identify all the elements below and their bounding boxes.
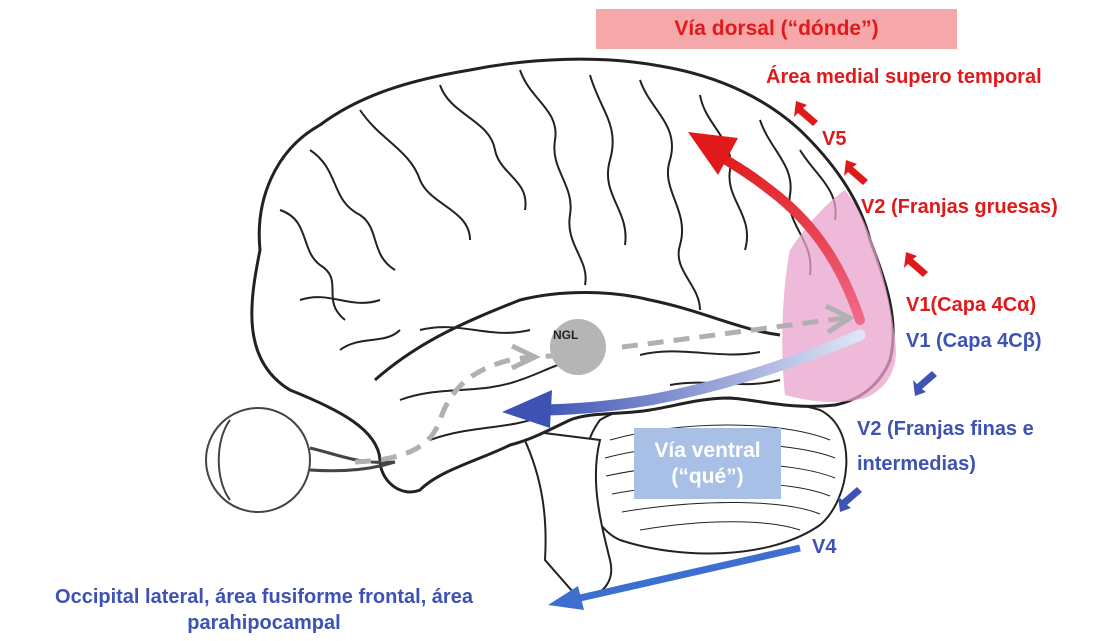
ventral-targets-line2: parahipocampal xyxy=(0,610,528,636)
v2-thin-stripes-label-line2: intermedias) xyxy=(857,453,976,476)
mst-label: Área medial supero temporal xyxy=(766,66,1042,89)
v1-4calpha-label: V1(Capa 4Cα) xyxy=(906,294,1036,317)
ventral-pathway-line2: (“qué”) xyxy=(671,464,743,490)
v2-thin-stripes-label-line1: V2 (Franjas finas e xyxy=(857,418,1034,441)
v2-thick-stripes-label: V2 (Franjas gruesas) xyxy=(861,196,1058,219)
ventral-pathway-line1: Vía ventral xyxy=(654,438,760,464)
v5-label: V5 xyxy=(822,128,846,151)
brainstem xyxy=(520,430,611,600)
red-step-arrow-1 xyxy=(794,101,818,126)
blue-step-arrow-1 xyxy=(913,371,937,396)
dorsal-pathway-title: Vía dorsal (“dónde”) xyxy=(674,17,878,41)
ventral-targets-label: Occipital lateral, área fusiforme fronta… xyxy=(0,584,528,636)
v4-output-arrow-shaft xyxy=(580,548,800,598)
ventral-pathway-box: Vía ventral (“qué”) xyxy=(634,428,781,499)
ventral-targets-line1: Occipital lateral, área fusiforme fronta… xyxy=(0,584,528,610)
red-step-arrow-2 xyxy=(844,160,868,185)
v1-4cbeta-label: V1 (Capa 4Cβ) xyxy=(906,330,1042,353)
v4-label: V4 xyxy=(812,536,836,559)
red-step-arrow-3 xyxy=(904,252,928,277)
ngl-label: NGL xyxy=(553,328,578,342)
v4-output-arrowhead xyxy=(548,586,584,610)
dorsal-pathway-header: Vía dorsal (“dónde”) xyxy=(596,9,957,49)
